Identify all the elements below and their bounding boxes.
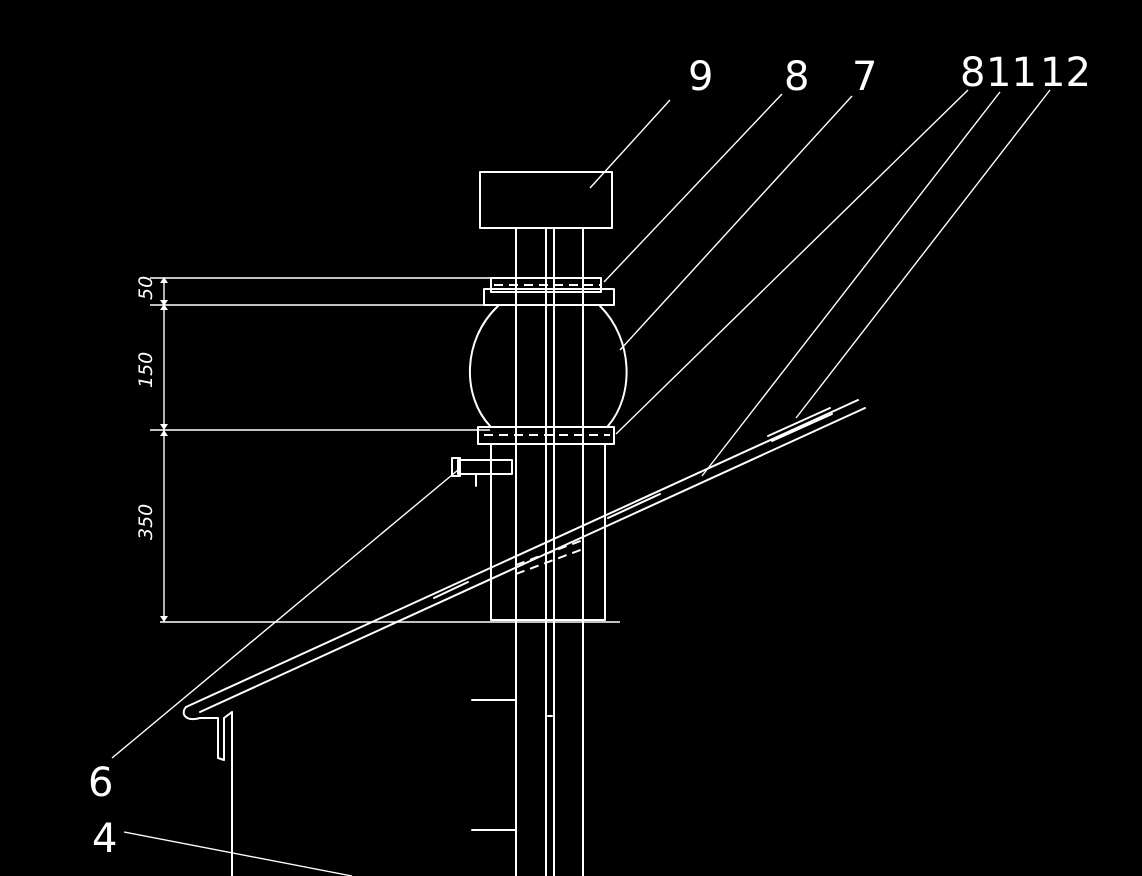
callout-12: 12 — [1040, 50, 1091, 96]
leader-lines — [111, 89, 1051, 876]
callout-8-lower: 8 — [960, 50, 985, 96]
sleeve-pipe — [490, 443, 606, 621]
bellows — [468, 305, 628, 427]
dimension-lines — [150, 277, 620, 623]
callout-labels: 9 8 7 8 11 12 6 4 — [88, 50, 1091, 862]
dimension-350: 350 — [135, 504, 157, 540]
dimension-150: 150 — [135, 352, 157, 388]
callout-7: 7 — [852, 54, 877, 100]
eave-gutter — [182, 706, 233, 876]
callout-11: 11 — [986, 50, 1037, 96]
upper-flange — [483, 277, 615, 306]
dimension-50: 50 — [135, 276, 157, 300]
callout-6: 6 — [88, 760, 113, 806]
pipe-cap — [479, 171, 613, 229]
lower-flange — [477, 426, 615, 445]
dimension-labels: 50 150 350 — [135, 276, 157, 540]
main-pipe — [471, 227, 584, 876]
callout-8-top: 8 — [784, 54, 809, 100]
callout-4: 4 — [92, 816, 117, 862]
callout-9: 9 — [688, 54, 713, 100]
roof-slope — [185, 399, 866, 713]
bracket — [451, 457, 513, 487]
